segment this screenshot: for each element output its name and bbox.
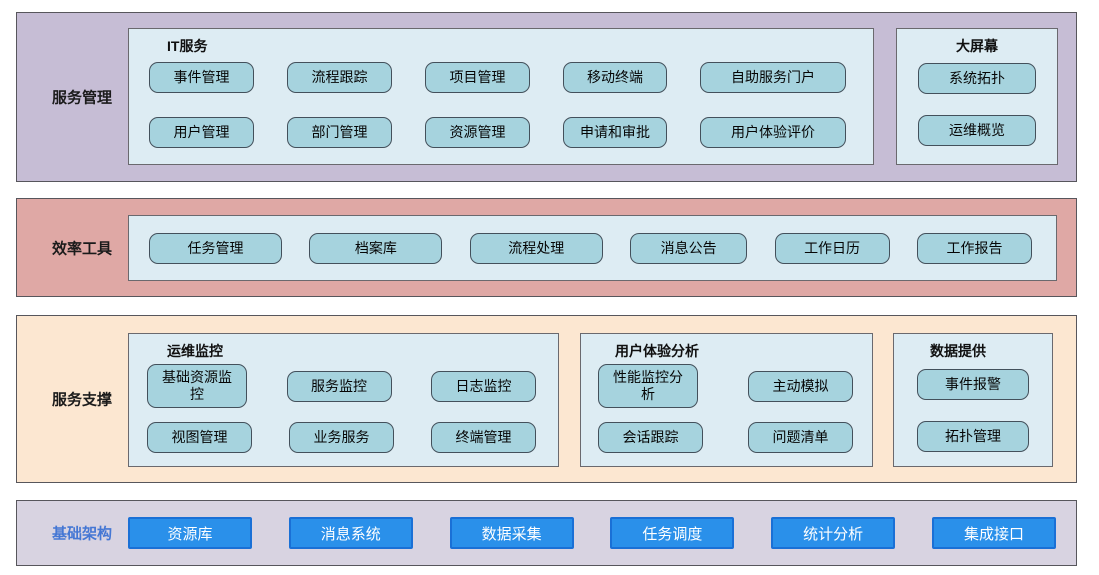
panel-title-it-services: IT服务 bbox=[167, 38, 208, 54]
it-services-row-2: 用户管理 部门管理 资源管理 申请和审批 用户体验评价 bbox=[149, 117, 846, 148]
module-task-management[interactable]: 任务管理 bbox=[149, 233, 282, 264]
module-system-topology[interactable]: 系统拓扑 bbox=[918, 63, 1036, 94]
module-performance-monitoring-analysis[interactable]: 性能监控分析 bbox=[598, 364, 698, 408]
panel-ux-analysis: 用户体验分析 性能监控分析 主动模拟 会话跟踪 问题清单 bbox=[580, 333, 873, 467]
module-user-management[interactable]: 用户管理 bbox=[149, 117, 254, 148]
panel-big-screen: 大屏幕 系统拓扑 运维概览 bbox=[896, 28, 1058, 165]
module-view-management[interactable]: 视图管理 bbox=[147, 422, 252, 453]
ux-analysis-row-2: 会话跟踪 问题清单 bbox=[598, 422, 853, 453]
layer-service-management: 服务管理 IT服务 事件管理 流程跟踪 项目管理 移动终端 自助服务门户 用户管… bbox=[16, 12, 1077, 182]
panel-ops-monitoring: 运维监控 基础资源监控 服务监控 日志监控 视图管理 业务服务 终端管理 bbox=[128, 333, 559, 467]
module-topology-management[interactable]: 拓扑管理 bbox=[917, 421, 1029, 452]
panel-title-big-screen: 大屏幕 bbox=[956, 38, 998, 54]
layer-label-service-management: 服务管理 bbox=[51, 89, 112, 107]
layer-service-support: 服务支撑 运维监控 基础资源监控 服务监控 日志监控 视图管理 业务服务 终端管… bbox=[16, 315, 1077, 483]
layer-efficiency-tools: 效率工具 任务管理 档案库 流程处理 消息公告 工作日历 工作报告 bbox=[16, 198, 1077, 297]
module-business-service[interactable]: 业务服务 bbox=[289, 422, 394, 453]
efficiency-tools-row: 任务管理 档案库 流程处理 消息公告 工作日历 工作报告 bbox=[149, 233, 1032, 264]
module-log-monitoring[interactable]: 日志监控 bbox=[431, 370, 536, 402]
module-infrastructure-monitoring[interactable]: 基础资源监控 bbox=[147, 364, 247, 408]
it-services-row-1: 事件管理 流程跟踪 项目管理 移动终端 自助服务门户 bbox=[149, 62, 846, 93]
module-incident-management[interactable]: 事件管理 bbox=[149, 62, 254, 93]
ops-monitoring-row-2: 视图管理 业务服务 终端管理 bbox=[147, 422, 536, 453]
panel-it-services: IT服务 事件管理 流程跟踪 项目管理 移动终端 自助服务门户 用户管理 部门管… bbox=[128, 28, 874, 165]
module-self-service-portal[interactable]: 自助服务门户 bbox=[700, 62, 846, 93]
module-work-calendar[interactable]: 工作日历 bbox=[774, 233, 890, 264]
layer-label-efficiency-tools: 效率工具 bbox=[51, 240, 112, 257]
module-department-management[interactable]: 部门管理 bbox=[287, 117, 392, 148]
module-message-system[interactable]: 消息系统 bbox=[288, 517, 413, 549]
module-user-experience-evaluation[interactable]: 用户体验评价 bbox=[700, 117, 846, 148]
panel-title-data-provision: 数据提供 bbox=[930, 343, 986, 359]
module-event-alert[interactable]: 事件报警 bbox=[917, 369, 1029, 400]
module-service-monitoring[interactable]: 服务监控 bbox=[286, 370, 392, 402]
module-mobile-terminal[interactable]: 移动终端 bbox=[563, 62, 667, 93]
module-problem-list[interactable]: 问题清单 bbox=[748, 422, 853, 453]
module-ops-overview[interactable]: 运维概览 bbox=[918, 115, 1036, 146]
module-integration-interface[interactable]: 集成接口 bbox=[931, 517, 1056, 549]
module-resource-management[interactable]: 资源管理 bbox=[425, 117, 530, 148]
layer-label-infrastructure: 基础架构 bbox=[51, 525, 112, 543]
layer-label-service-support: 服务支撑 bbox=[51, 391, 112, 409]
module-active-simulation[interactable]: 主动模拟 bbox=[748, 370, 853, 402]
ux-analysis-row-1: 性能监控分析 主动模拟 bbox=[598, 364, 853, 408]
module-terminal-management[interactable]: 终端管理 bbox=[431, 422, 536, 453]
module-session-tracking[interactable]: 会话跟踪 bbox=[598, 422, 703, 453]
module-project-management[interactable]: 项目管理 bbox=[425, 62, 530, 93]
module-process-handling[interactable]: 流程处理 bbox=[469, 233, 603, 264]
infrastructure-row: 资源库 消息系统 数据采集 任务调度 统计分析 集成接口 bbox=[128, 517, 1056, 549]
module-archive-library[interactable]: 档案库 bbox=[309, 233, 443, 264]
module-data-collection[interactable]: 数据采集 bbox=[449, 517, 574, 549]
panel-title-ops-monitoring: 运维监控 bbox=[167, 343, 223, 359]
module-request-approval[interactable]: 申请和审批 bbox=[563, 117, 667, 148]
module-task-scheduling[interactable]: 任务调度 bbox=[610, 517, 735, 549]
module-process-tracking[interactable]: 流程跟踪 bbox=[287, 62, 392, 93]
module-work-report[interactable]: 工作报告 bbox=[916, 233, 1032, 264]
ops-monitoring-row-1: 基础资源监控 服务监控 日志监控 bbox=[147, 364, 536, 408]
layer-infrastructure: 基础架构 资源库 消息系统 数据采集 任务调度 统计分析 集成接口 bbox=[16, 500, 1077, 566]
module-resource-repository[interactable]: 资源库 bbox=[128, 517, 252, 549]
panel-efficiency-tools: 任务管理 档案库 流程处理 消息公告 工作日历 工作报告 bbox=[128, 215, 1057, 281]
panel-data-provision: 数据提供 事件报警 拓扑管理 bbox=[893, 333, 1053, 467]
panel-title-ux-analysis: 用户体验分析 bbox=[615, 343, 699, 359]
module-statistical-analysis[interactable]: 统计分析 bbox=[771, 517, 896, 549]
module-message-announcement[interactable]: 消息公告 bbox=[630, 233, 748, 264]
